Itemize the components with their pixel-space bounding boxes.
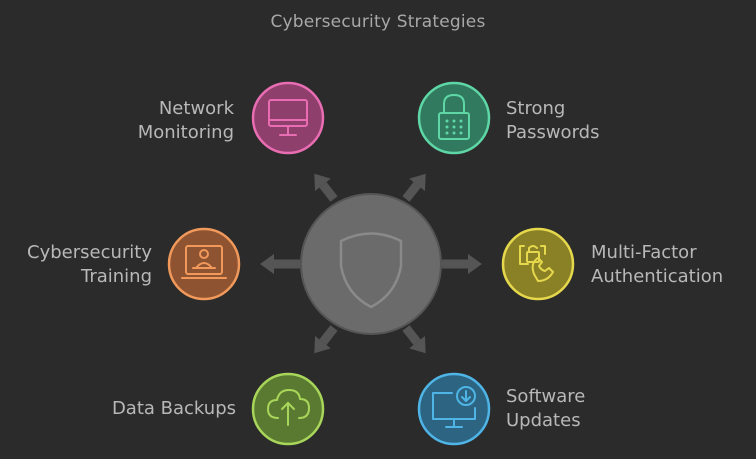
node-multi-factor-authentication bbox=[501, 227, 575, 301]
node-strong-passwords bbox=[417, 81, 491, 155]
node-cybersecurity-training bbox=[167, 227, 241, 301]
arrow-left bbox=[260, 254, 300, 274]
cloud-upload-icon bbox=[267, 389, 310, 426]
arrow-up-right bbox=[402, 173, 426, 202]
arrows bbox=[260, 173, 482, 354]
node-software-updates bbox=[417, 372, 491, 446]
lock-dots bbox=[445, 119, 463, 135]
monitor-icon bbox=[268, 99, 308, 136]
node-data-backups bbox=[251, 372, 325, 446]
download-monitor-icon bbox=[432, 386, 476, 428]
arrow-down-left bbox=[314, 325, 338, 354]
label-cybersecurity-training: Cybersecurity Training bbox=[27, 242, 152, 287]
shield-icon bbox=[339, 232, 403, 309]
lock-icon bbox=[438, 94, 470, 140]
label-strong-passwords: Strong Passwords bbox=[506, 98, 600, 143]
label-data-backups: Data Backups bbox=[111, 398, 236, 419]
diagram-title: Cybersecurity Strategies bbox=[270, 12, 486, 32]
arrow-up-left bbox=[314, 173, 338, 202]
arrow-right bbox=[442, 254, 482, 274]
center-node bbox=[300, 193, 442, 335]
node-network-monitoring bbox=[251, 81, 325, 155]
presentation-icon bbox=[181, 245, 227, 279]
label-multi-factor-authentication: Multi-Factor Authentication bbox=[591, 242, 724, 287]
phone-lock-icon bbox=[519, 245, 554, 282]
label-network-monitoring: Network Monitoring bbox=[137, 98, 234, 143]
label-software-updates: Software Updates bbox=[506, 386, 586, 431]
arrow-down-right bbox=[402, 325, 426, 354]
